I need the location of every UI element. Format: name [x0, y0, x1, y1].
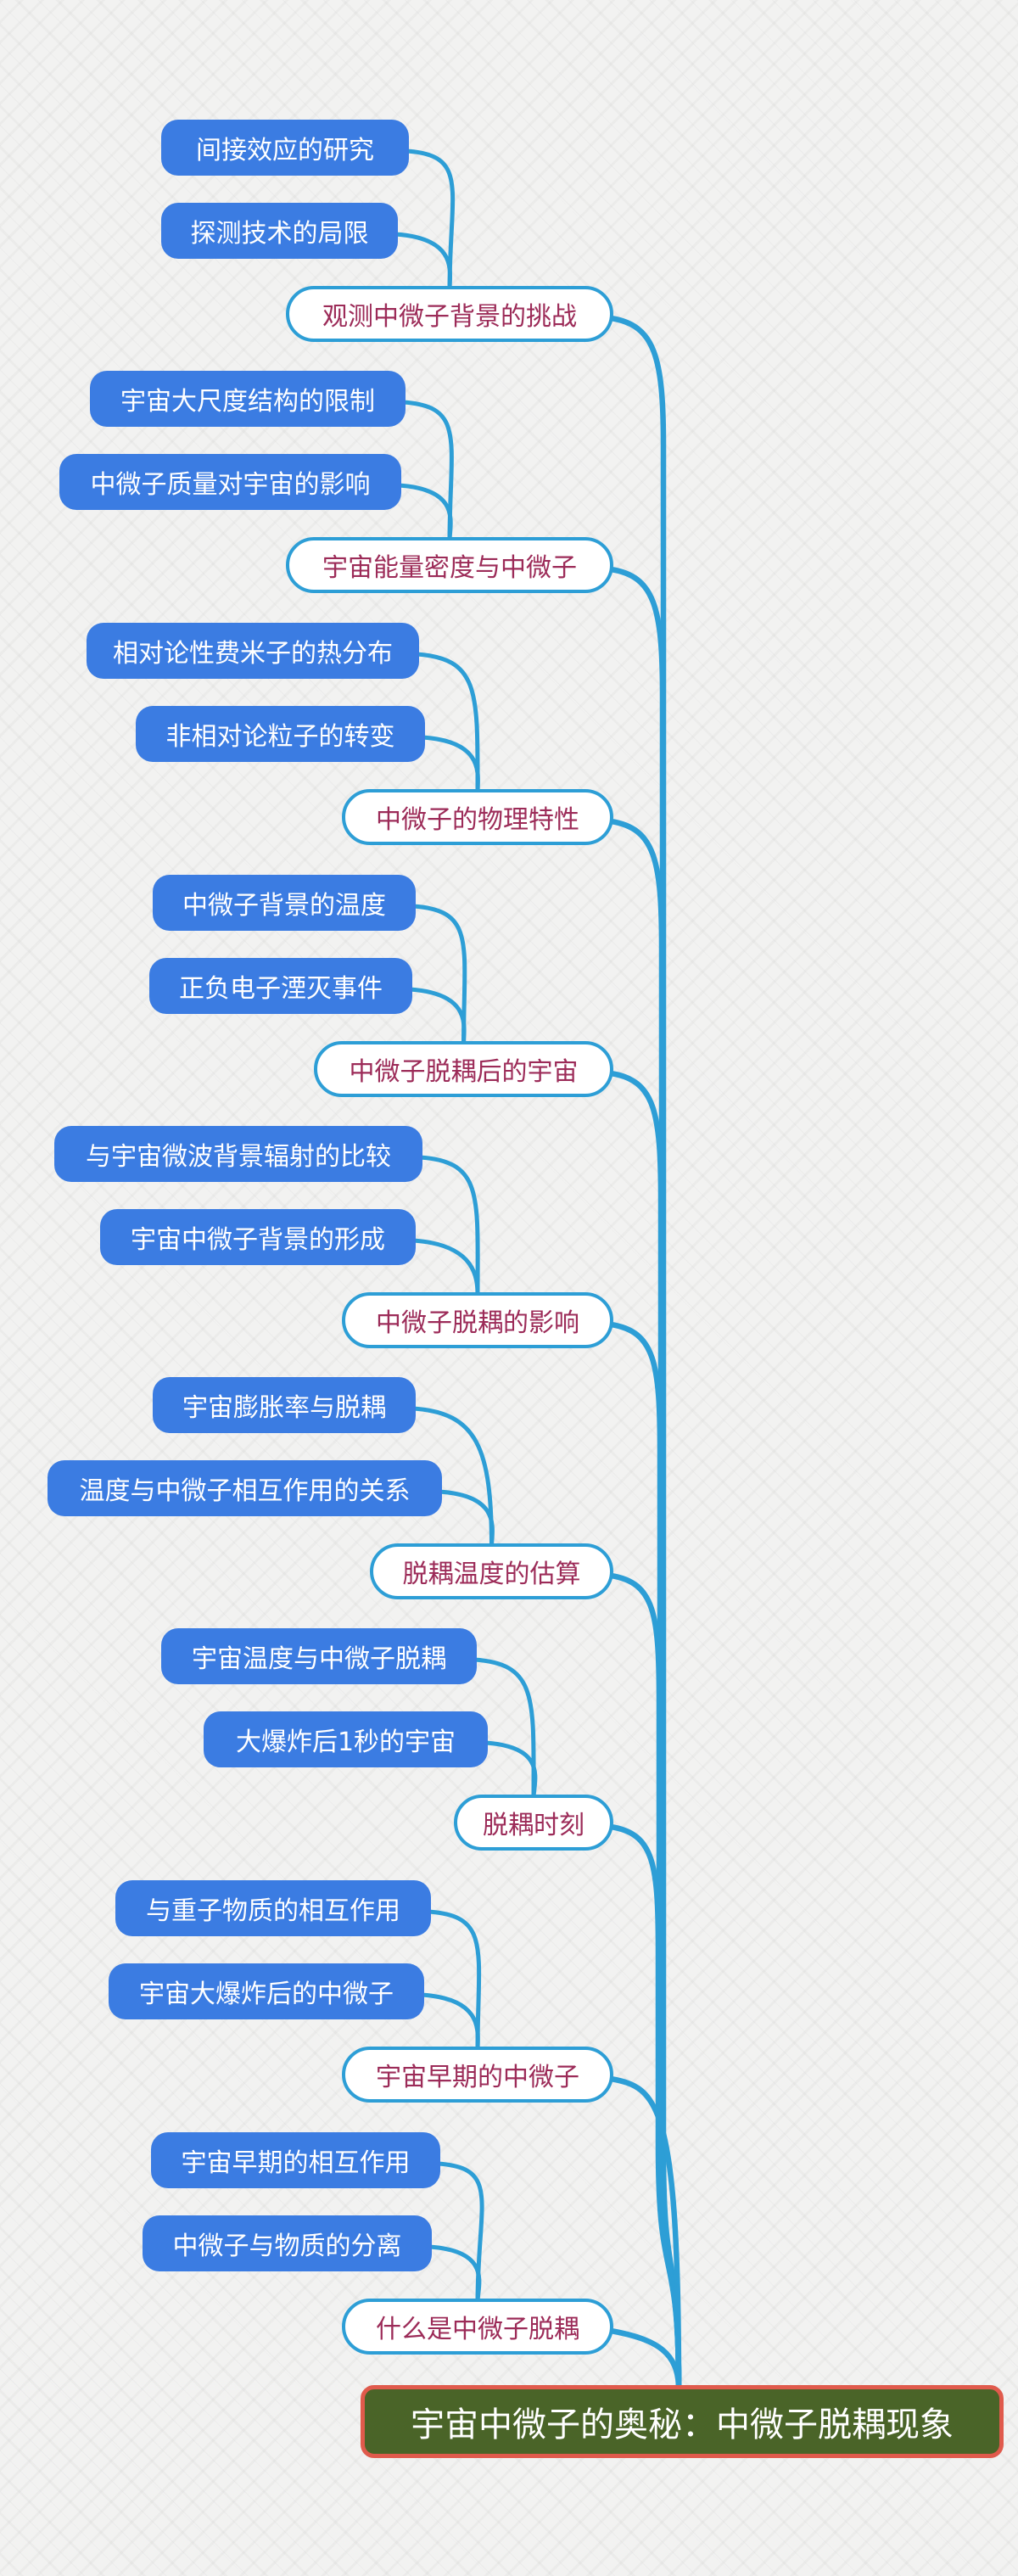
subtopic-node[interactable]: 温度与中微子相互作用的关系 [48, 1460, 442, 1516]
root-topic[interactable]: 宇宙中微子的奥秘：中微子脱耦现象 [361, 2385, 1004, 2458]
topic-node[interactable]: 中微子的物理特性 [342, 789, 613, 845]
topic-node[interactable]: 什么是中微子脱耦 [342, 2299, 613, 2355]
subtopic-node[interactable]: 与宇宙微波背景辐射的比较 [54, 1126, 422, 1182]
subtopic-node[interactable]: 宇宙中微子背景的形成 [100, 1209, 416, 1265]
subtopic-node[interactable]: 探测技术的局限 [161, 203, 398, 259]
subtopic-node[interactable]: 正负电子湮灭事件 [149, 958, 412, 1014]
subtopic-node[interactable]: 与重子物质的相互作用 [115, 1880, 431, 1936]
subtopic-node[interactable]: 宇宙膨胀率与脱耦 [153, 1377, 416, 1433]
subtopic-node[interactable]: 中微子背景的温度 [153, 875, 416, 931]
subtopic-node[interactable]: 相对论性费米子的热分布 [87, 623, 419, 679]
topic-node[interactable]: 脱耦温度的估算 [370, 1543, 613, 1599]
subtopic-node[interactable]: 非相对论粒子的转变 [136, 706, 425, 762]
subtopic-node[interactable]: 宇宙大爆炸后的中微子 [109, 1963, 424, 2019]
topic-node[interactable]: 脱耦时刻 [454, 1795, 613, 1851]
topic-node[interactable]: 观测中微子背景的挑战 [286, 286, 613, 342]
subtopic-node[interactable]: 宇宙温度与中微子脱耦 [161, 1628, 477, 1684]
subtopic-node[interactable]: 大爆炸后1秒的宇宙 [204, 1711, 488, 1767]
topic-node[interactable]: 宇宙早期的中微子 [342, 2047, 613, 2103]
topic-node[interactable]: 宇宙能量密度与中微子 [286, 537, 613, 593]
subtopic-node[interactable]: 间接效应的研究 [161, 120, 409, 176]
topic-node[interactable]: 中微子脱耦后的宇宙 [314, 1041, 613, 1097]
subtopic-node[interactable]: 宇宙早期的相互作用 [151, 2132, 440, 2188]
subtopic-node[interactable]: 宇宙大尺度结构的限制 [90, 371, 406, 427]
subtopic-node[interactable]: 中微子质量对宇宙的影响 [59, 454, 401, 510]
subtopic-node[interactable]: 中微子与物质的分离 [143, 2215, 432, 2271]
topic-node[interactable]: 中微子脱耦的影响 [342, 1292, 613, 1348]
